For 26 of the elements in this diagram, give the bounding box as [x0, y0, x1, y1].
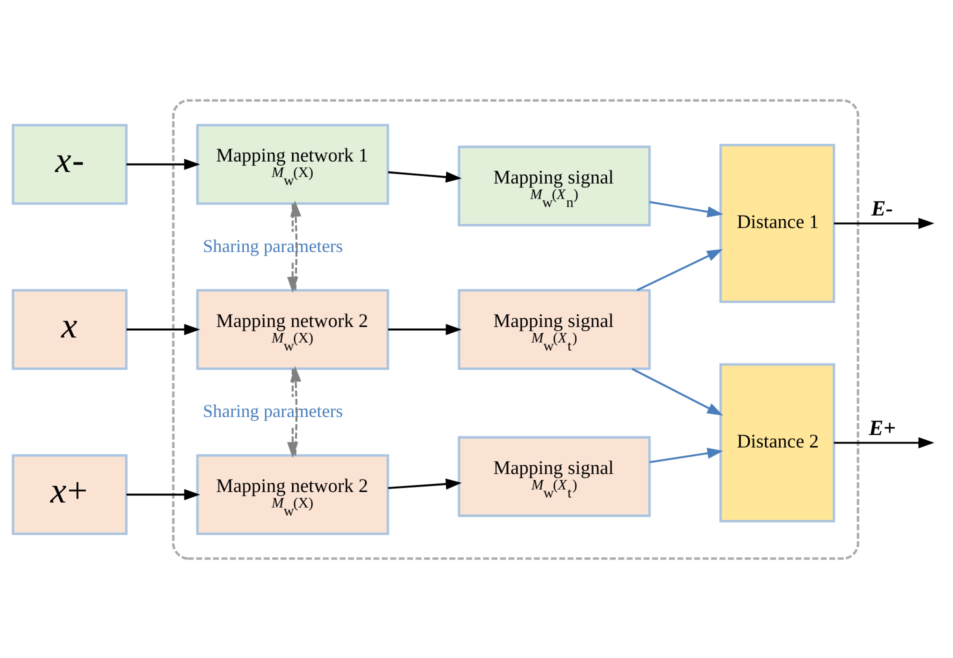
edge-label: Sharing parameters [202, 400, 343, 420]
arrow [649, 200, 724, 217]
arrow [834, 217, 934, 228]
node-box: x [12, 288, 128, 370]
arrow [126, 323, 200, 335]
cluster [172, 98, 860, 560]
arrow [388, 478, 462, 490]
arrow [388, 323, 462, 335]
arrow [650, 447, 724, 463]
arrow [126, 488, 200, 500]
arrow [636, 248, 723, 291]
edge-label: E+ [868, 415, 896, 440]
edge-label: Sharing parameters [202, 235, 343, 256]
arrow [287, 368, 298, 458]
node-box: x+ [12, 454, 128, 535]
node-box: Distance 2 [719, 362, 836, 522]
arrow [287, 203, 298, 292]
arrow [290, 200, 302, 290]
node-box: x- [12, 123, 128, 204]
arrow [290, 365, 302, 456]
edge-label: E- [871, 196, 893, 220]
arrow [126, 158, 200, 170]
arrow [388, 170, 462, 182]
node-box: Distance 1 [719, 143, 836, 302]
arrow [632, 367, 724, 416]
arrow [834, 436, 934, 448]
